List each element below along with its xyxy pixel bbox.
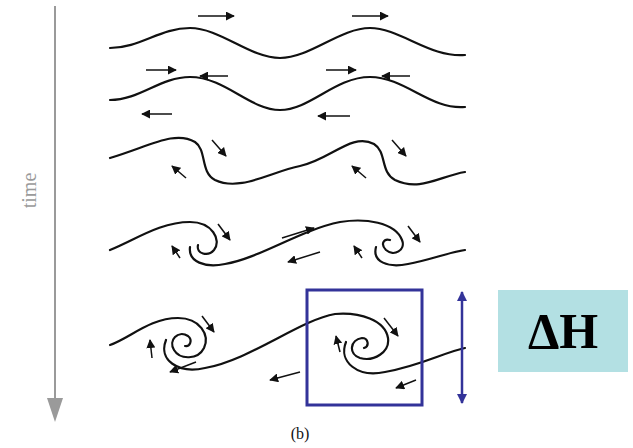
interface-curves [110,28,465,373]
panel-label: (b) [291,425,310,443]
axis-label: time [18,172,41,208]
height-arrow [461,292,464,403]
node-label: ΔH [528,302,598,360]
flow-arrows [142,16,420,388]
time-arrow [47,6,63,422]
highlight-square [307,290,422,405]
delta-h-box: ΔH [498,290,628,372]
